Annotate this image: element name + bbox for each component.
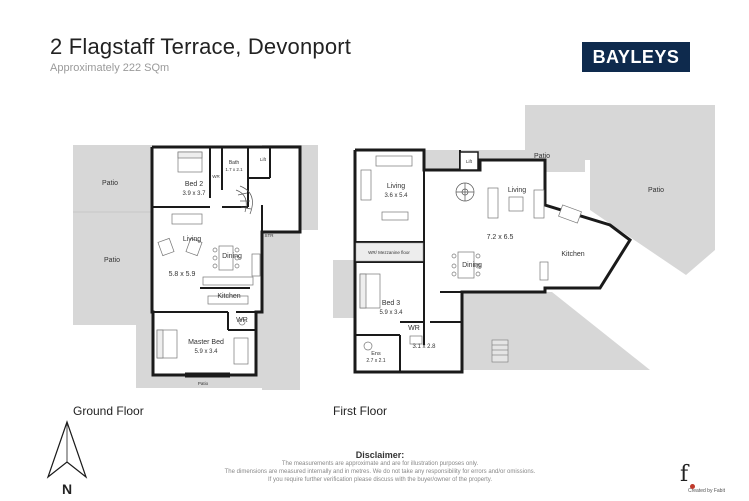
first-lift [459,151,479,171]
bath-size: 1.7 x 2.1 [225,167,243,172]
ground-lift-label: Lift [260,157,267,162]
disclaimer: Disclaimer: The measurements are approxi… [180,450,580,484]
first-kitchen-label: Kitchen [561,251,584,258]
ground-interior-walls [152,147,271,331]
ground-kitchen-label: Kitchen [217,293,240,300]
disclaimer-heading: Disclaimer: [355,450,405,460]
ens-size: 2.7 x 2.1 [366,358,385,364]
first-floor-label: First Floor [333,404,387,418]
spiral-stair [455,182,475,202]
bath-label: Bath [229,160,240,166]
bed2-size: 3.9 x 3.7 [182,191,206,197]
first-living-label: Living [387,183,405,190]
main-size: 7.2 x 6.5 [487,234,514,241]
logo-text: BAYLEYS [592,46,680,67]
ground-wr-label: WR [236,317,248,324]
fabit-logo-mark: f [680,462,689,487]
compass-north-letter: N [62,481,72,497]
fabit-logo-dot [690,484,695,489]
first-wr-label: WR [408,325,420,332]
property-title: 2 Flagstaff Terrace, Devonport [50,34,352,59]
master-bed-label: Master Bed [188,339,224,346]
ground-living-size: 5.8 x 5.9 [169,271,196,278]
ground-stairs [235,185,253,215]
first-dining-label: Dining [462,262,482,269]
first-living2-label: Living [508,187,526,194]
bed3-label: Bed 3 [382,300,400,307]
first-outer-wall [353,148,633,374]
ground-patio-label-1: Patio [102,180,118,187]
mezzanine-strip [355,242,424,262]
first-patio-right [525,105,715,275]
first-bottom-stairs [491,339,509,363]
bed2-label: Bed 2 [185,181,203,188]
ground-windows [185,372,230,378]
fabit-credit-text: Created by Fabit [688,488,725,494]
ground-wr-small-label: WR [212,174,220,179]
first-living-size: 3.6 x 5.4 [384,193,408,199]
bed3-size: 5.9 x 3.4 [379,310,403,316]
mezzanine-label: WR/ Mezzanine floor [368,250,410,255]
ground-patio-label-bottom: Patio [198,381,209,386]
hall-size: 3.1 x 2.8 [412,344,436,350]
bayleys-logo[interactable]: BAYLEYS [582,42,690,72]
disclaimer-line-3: If you require further verification plea… [267,477,492,483]
first-floor-plan: Living 3.6 x 5.4 WR/ Mezzanine floor Bed… [333,105,715,374]
floor-area: Approximately 222 SQm [50,62,170,74]
ground-floor-plan: Patio Patio Patio Bed 2 3.9 x 3.7 WR Bat… [73,145,318,390]
first-patio-left [333,260,354,318]
str-label: STR [265,233,275,238]
disclaimer-line-1: The measurements are approximate and are… [281,461,479,467]
first-patio-top-label: Patio [534,153,550,160]
master-bed-size: 5.9 x 3.4 [194,349,218,355]
first-interior-walls [355,150,481,372]
ground-living-label: Living [183,236,201,243]
ground-dining-label: Dining [222,253,242,260]
ground-patio-left [73,145,152,325]
north-compass: N [46,420,88,497]
first-patio-right-label: Patio [648,187,664,194]
ground-furniture [156,151,261,365]
ground-patio-label-2: Patio [104,257,120,264]
first-deck-bottom [430,292,650,370]
first-lift-label: Lift [466,159,473,164]
first-furniture [359,155,582,351]
ens-label: Ens [371,351,381,357]
disclaimer-line-2: The dimensions are measured internally a… [224,469,536,475]
ground-floor-label: Ground Floor [73,404,144,418]
